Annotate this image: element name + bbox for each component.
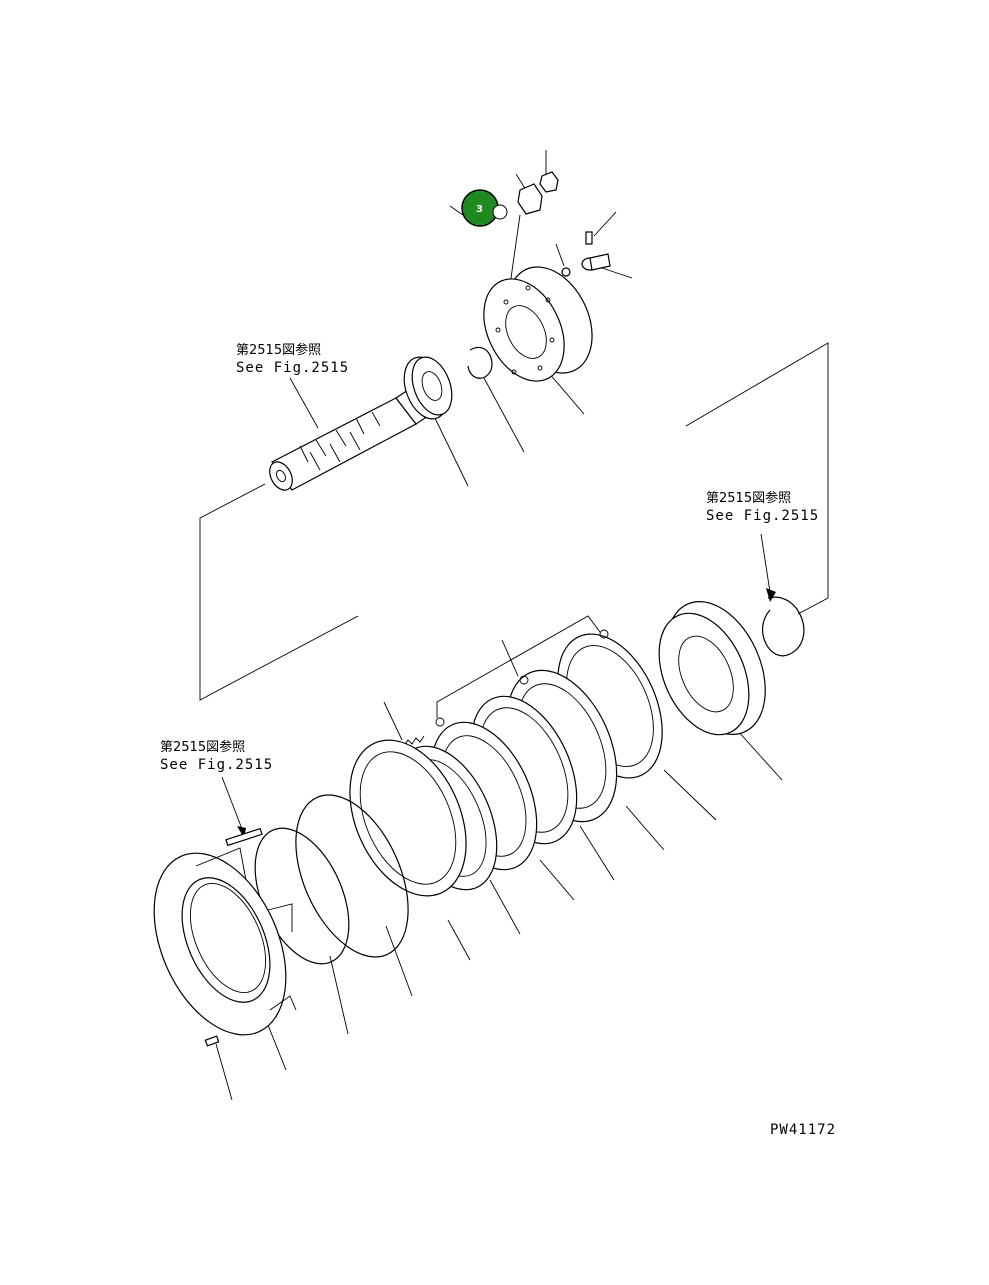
planet-carrier — [483, 266, 593, 382]
pin-bottom — [204, 1035, 220, 1047]
snap-ring-right — [762, 596, 805, 657]
reference-jp: 第2515図参照 — [706, 490, 791, 506]
reference-en: See Fig.2515 — [160, 757, 273, 773]
callout-label: 3 — [476, 204, 483, 215]
reference-label-right: 第2515図参照 See Fig.2515 — [706, 490, 819, 524]
seal-ring-outer — [295, 794, 409, 958]
reference-jp: 第2515図参照 — [236, 342, 321, 358]
piston — [349, 739, 467, 897]
drawing-number: PW41172 — [770, 1122, 836, 1138]
reference-en: See Fig.2515 — [236, 360, 349, 376]
housing — [153, 847, 297, 1036]
reference-label-top: 第2515図参照 See Fig.2515 — [236, 342, 349, 376]
spur-gear — [403, 356, 453, 420]
callout-3[interactable]: 3 — [461, 189, 508, 227]
shaft — [269, 389, 429, 491]
snap-ring-top — [467, 347, 493, 379]
pin-top — [225, 827, 263, 847]
reference-jp: 第2515図参照 — [160, 739, 245, 755]
ring-gear — [658, 600, 766, 736]
reference-label-left: 第2515図参照 See Fig.2515 — [160, 739, 273, 773]
small-top-parts — [517, 171, 611, 277]
reference-en: See Fig.2515 — [706, 508, 819, 524]
assembly-boundary — [199, 342, 829, 718]
leader-lines — [215, 150, 783, 1101]
